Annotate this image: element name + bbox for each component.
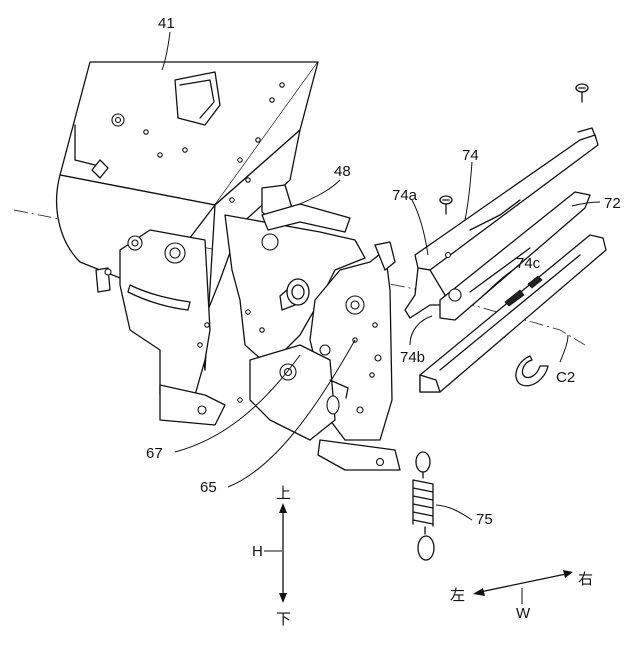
label-74a: 74a [392, 187, 418, 204]
screw-top-right [576, 84, 588, 102]
label-65: 65 [200, 479, 217, 496]
vertical-direction-arrow: 上 下 H [252, 485, 291, 628]
left-label: 左 [450, 587, 465, 604]
up-label: 上 [276, 485, 291, 502]
label-74c: 74c [516, 255, 541, 272]
up-arrowhead [279, 503, 287, 513]
down-arrowhead [279, 593, 287, 603]
label-41: 41 [158, 15, 175, 32]
h-label: H [252, 543, 263, 560]
label-72: 72 [604, 195, 621, 212]
down-label: 下 [276, 611, 291, 628]
label-67: 67 [146, 445, 163, 462]
right-label: 右 [578, 571, 593, 588]
right-arrowhead [563, 570, 573, 578]
label-c2: C2 [556, 369, 575, 386]
screw-left [440, 196, 452, 214]
w-label: W [516, 605, 531, 622]
label-48: 48 [334, 163, 351, 180]
spring-75 [413, 452, 434, 560]
bracket-74 [405, 128, 598, 318]
e-ring-clip [516, 356, 548, 386]
left-arrowhead [473, 588, 485, 596]
label-74b: 74b [400, 349, 425, 366]
label-74: 74 [462, 147, 479, 164]
horizontal-direction-arrow: 左 右 W [450, 570, 593, 622]
label-75: 75 [476, 511, 493, 528]
